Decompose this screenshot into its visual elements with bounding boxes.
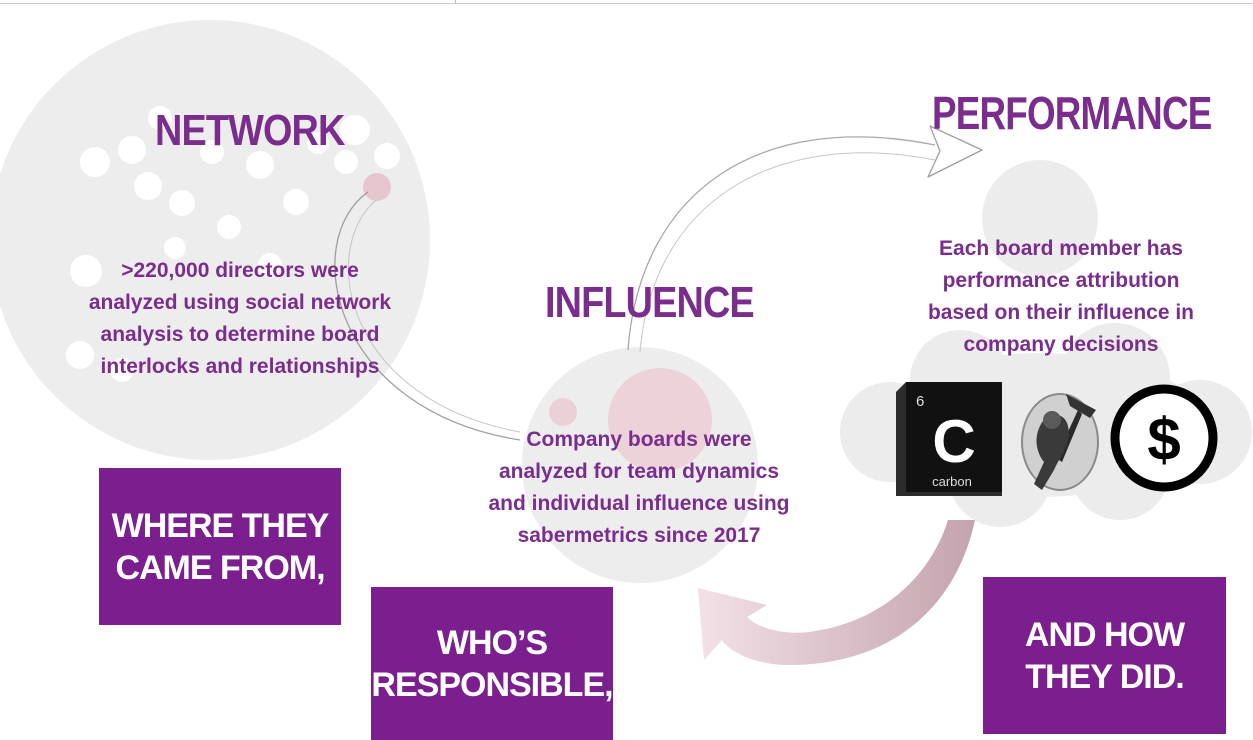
who-line-2: RESPONSIBLE, bbox=[371, 665, 613, 704]
carbon-atomic-number: 6 bbox=[916, 393, 924, 410]
top-border-tick bbox=[455, 0, 456, 4]
network-highlight-dot bbox=[363, 173, 391, 201]
carbon-symbol: C bbox=[932, 408, 975, 475]
carbon-logo: 6 C carbon bbox=[896, 382, 1004, 496]
whos-responsible-text: WHO’S RESPONSIBLE, bbox=[371, 622, 613, 706]
dollar-symbol: $ bbox=[1147, 406, 1180, 473]
influence-heading: INFLUENCE bbox=[545, 278, 755, 327]
network-circle bbox=[0, 20, 430, 460]
influence-to-performance-curve bbox=[627, 136, 936, 351]
where-they-came-from-text: WHERE THEY CAME FROM, bbox=[111, 505, 330, 589]
how-line-1: AND HOW bbox=[1024, 615, 1185, 654]
how-line-2: THEY DID. bbox=[1025, 657, 1185, 696]
influence-description: Company boards were analyzed for team dy… bbox=[488, 428, 790, 547]
and-how-they-did-text: AND HOW THEY DID. bbox=[1024, 614, 1185, 698]
influence-highlight-small bbox=[549, 398, 577, 426]
where-line-2: CAME FROM, bbox=[115, 548, 325, 587]
top-border bbox=[0, 0, 1253, 4]
whos-responsible-box: WHO’S RESPONSIBLE, bbox=[371, 587, 614, 740]
influence-highlight-large bbox=[608, 368, 712, 472]
where-line-1: WHERE THEY bbox=[111, 506, 330, 545]
hammer-worker-logo bbox=[1016, 386, 1106, 498]
return-arrow bbox=[698, 520, 975, 666]
who-line-1: WHO’S bbox=[436, 623, 548, 662]
carbon-name: carbon bbox=[932, 474, 972, 489]
where-they-came-from-box: WHERE THEY CAME FROM, bbox=[99, 468, 341, 625]
network-heading: NETWORK bbox=[155, 106, 345, 155]
dollar-coin-logo: $ bbox=[1110, 384, 1218, 492]
network-node-dots bbox=[66, 106, 400, 382]
network-to-influence-curve bbox=[334, 191, 521, 441]
network-to-influence-curve-inner bbox=[348, 199, 521, 433]
network-description: >220,000 directors were analyzed using s… bbox=[88, 259, 392, 378]
performance-description: Each board member has performance attrib… bbox=[927, 237, 1195, 356]
performance-arrowhead bbox=[927, 125, 983, 178]
and-how-they-did-box: AND HOW THEY DID. bbox=[983, 577, 1226, 734]
performance-heading: PERFORMANCE bbox=[932, 87, 1212, 139]
influence-to-performance-curve-inner bbox=[639, 152, 936, 353]
